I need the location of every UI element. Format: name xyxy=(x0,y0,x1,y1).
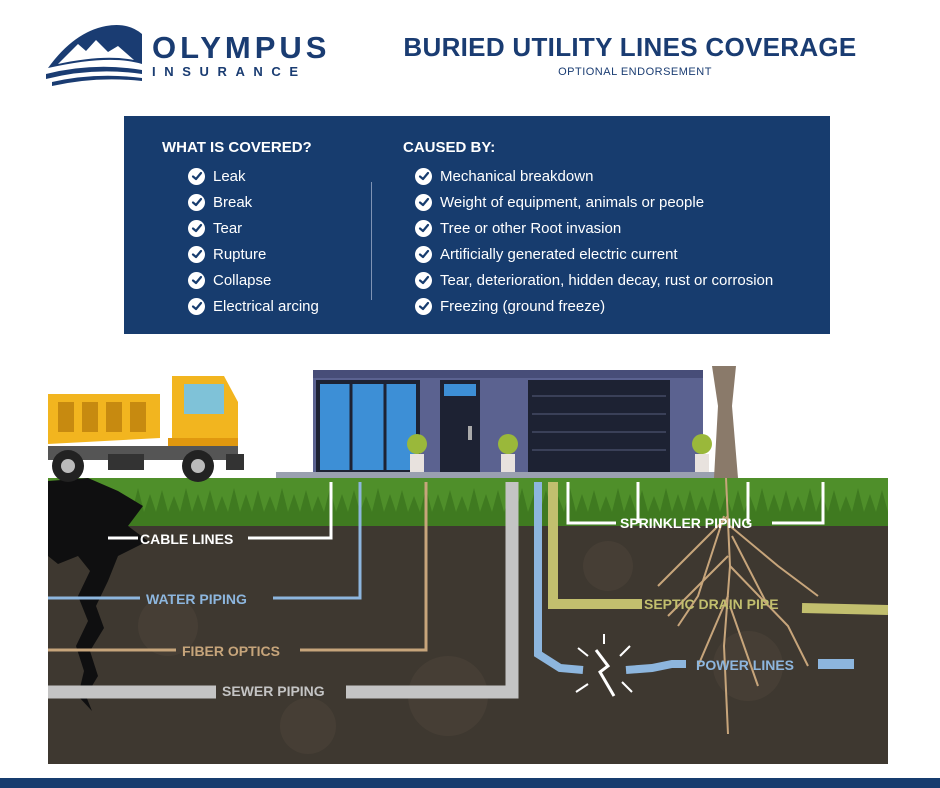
tree-roots xyxy=(657,477,819,735)
covered-item-label: Electrical arcing xyxy=(213,297,319,315)
ground-crack xyxy=(48,478,148,711)
coverage-panel: WHAT IS COVERED? Leak Break Tear Rupture… xyxy=(124,116,830,334)
caused-by-item-label: Freezing (ground freeze) xyxy=(440,297,606,315)
caused-by-item-label: Artificially generated electric current xyxy=(440,245,678,263)
septic-drain-pipe xyxy=(548,482,642,609)
mountain-logo-icon xyxy=(46,25,142,86)
potted-plant-icon xyxy=(407,434,427,472)
covered-item-label: Collapse xyxy=(213,271,272,289)
caused-by-item-label: Weight of equipment, animals or people xyxy=(440,193,705,211)
covered-item-label: Tear xyxy=(213,219,243,237)
page-title: BURIED UTILITY LINES COVERAGE xyxy=(403,32,857,62)
power-line xyxy=(534,482,584,674)
soil-texture xyxy=(138,541,783,754)
power-line xyxy=(625,660,686,674)
list-item: Leak xyxy=(188,163,319,189)
list-item: Collapse xyxy=(188,267,319,293)
check-circle-icon xyxy=(415,245,432,263)
sprinkler-piping-label: SPRINKLER PIPING xyxy=(620,515,752,531)
list-item: Artificially generated electric current xyxy=(415,241,773,267)
septic-drain-pipe-label: SEPTIC DRAIN PIPE xyxy=(644,596,779,612)
house-window xyxy=(316,380,420,474)
sewer-piping-label: SEWER PIPING xyxy=(222,683,325,699)
list-item: Mechanical breakdown xyxy=(415,163,773,189)
electric-spark-icon xyxy=(575,634,633,697)
fiber-optic-line xyxy=(300,482,428,652)
power-lines-label: POWER LINES xyxy=(696,657,794,673)
check-circle-icon xyxy=(188,193,205,211)
check-circle-icon xyxy=(415,167,432,185)
list-item: Tear, deterioration, hidden decay, rust … xyxy=(415,267,773,293)
caused-by-list: Mechanical breakdown Weight of equipment… xyxy=(415,163,773,319)
fiber-optics-label: FIBER OPTICS xyxy=(182,643,280,659)
water-piping-label: WATER PIPING xyxy=(146,591,247,607)
list-item: Break xyxy=(188,189,319,215)
check-circle-icon xyxy=(188,245,205,263)
list-item: Rupture xyxy=(188,241,319,267)
covered-item-label: Break xyxy=(213,193,253,211)
covered-item-label: Leak xyxy=(213,167,246,185)
covered-item-label: Rupture xyxy=(213,245,267,263)
sprinkler-pipe xyxy=(772,482,825,525)
brand-name: OLYMPUS xyxy=(152,30,331,65)
utility-scene: CABLE LINES WATER PIPING FIBER OPTICS SE… xyxy=(48,366,888,764)
footer-bar xyxy=(0,778,940,788)
list-item: Electrical arcing xyxy=(188,293,319,319)
caused-by-item-label: Tree or other Root invasion xyxy=(440,219,622,237)
sprinkler-pipe xyxy=(566,482,616,525)
check-circle-icon xyxy=(415,297,432,315)
check-circle-icon xyxy=(188,271,205,289)
potted-plant-icon xyxy=(692,434,712,472)
check-circle-icon xyxy=(415,219,432,237)
list-item: Tear xyxy=(188,215,319,241)
house xyxy=(276,370,736,478)
garage-door xyxy=(528,380,670,474)
sewer-pipe xyxy=(346,482,519,699)
covered-list: Leak Break Tear Rupture Collapse Electri… xyxy=(188,163,319,319)
septic-drain-pipe xyxy=(801,603,888,615)
panel-divider xyxy=(371,182,372,300)
check-circle-icon xyxy=(188,219,205,237)
tree-trunk xyxy=(712,366,738,478)
covered-heading: WHAT IS COVERED? xyxy=(162,139,312,156)
list-item: Weight of equipment, animals or people xyxy=(415,189,773,215)
dump-truck-icon xyxy=(48,376,244,482)
grass-blades xyxy=(48,488,888,526)
water-pipe xyxy=(273,482,362,600)
page-subtitle: OPTIONAL ENDORSEMENT xyxy=(558,66,712,78)
list-item: Freezing (ground freeze) xyxy=(415,293,773,319)
caused-by-item-label: Tear, deterioration, hidden decay, rust … xyxy=(440,271,774,289)
cable-line-pipe xyxy=(248,482,333,540)
check-circle-icon xyxy=(188,297,205,315)
caused-by-item-label: Mechanical breakdown xyxy=(440,167,594,185)
cable-lines-label: CABLE LINES xyxy=(140,531,233,547)
caused-by-heading: CAUSED BY: xyxy=(403,139,496,156)
list-item: Tree or other Root invasion xyxy=(415,215,773,241)
olympus-logo: OLYMPUS INSURANCE xyxy=(44,24,344,86)
check-circle-icon xyxy=(415,193,432,211)
check-circle-icon xyxy=(415,271,432,289)
potted-plant-icon xyxy=(498,434,518,472)
brand-sub: INSURANCE xyxy=(152,64,307,79)
check-circle-icon xyxy=(188,167,205,185)
